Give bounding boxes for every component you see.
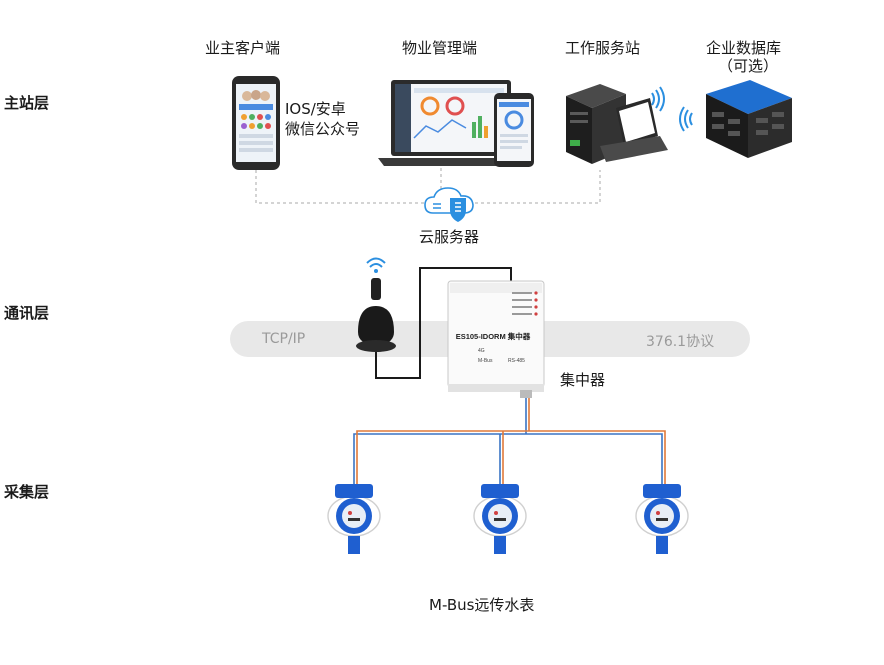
signal-icon-db (679, 106, 693, 132)
antenna-icon (356, 257, 396, 352)
tablet-icon (494, 93, 534, 167)
antenna-cable (375, 267, 512, 379)
signal-icon (651, 86, 665, 112)
workstation-laptop-icon (600, 98, 668, 162)
owner-wechat-label: 微信公众号 (285, 120, 361, 138)
water-meter-icon (473, 484, 527, 554)
laptop-icon (378, 80, 522, 166)
layer-label-collect: 采集层 (4, 483, 50, 501)
layer-label-master: 主站层 (4, 94, 50, 112)
database-server-icon (706, 80, 792, 158)
database-label: 企业数据库 (706, 39, 782, 57)
cloud-server-label: 云服务器 (419, 228, 480, 246)
concentrator-label: 集中器 (560, 371, 606, 389)
device-port1: 4G (478, 348, 485, 354)
cloud-icon (424, 187, 474, 222)
layer-label-comm: 通讯层 (4, 304, 50, 322)
owner-platform-label: IOS/安卓 (285, 100, 346, 118)
device-port3: RS-485 (508, 358, 525, 364)
device-model-label: ES105-IDORM 集中器 (456, 331, 531, 341)
tcp-ip-label: TCP/IP (262, 331, 306, 347)
device-port2: M-Bus (478, 358, 493, 364)
workstation-label: 工作服务站 (565, 39, 641, 57)
owner-client-label: 业主客户端 (205, 39, 281, 57)
meters-label: M-Bus远传水表 (429, 596, 535, 614)
property-label: 物业管理端 (402, 39, 478, 57)
phone-icon (232, 76, 280, 170)
water-meter-icon (635, 484, 689, 554)
water-meter-icon (327, 484, 381, 554)
mbus-wiring (353, 398, 666, 486)
database-optional-label: （可选） (718, 57, 779, 75)
concentrator-device (447, 280, 545, 398)
protocol-376-label: 376.1协议 (646, 334, 715, 350)
